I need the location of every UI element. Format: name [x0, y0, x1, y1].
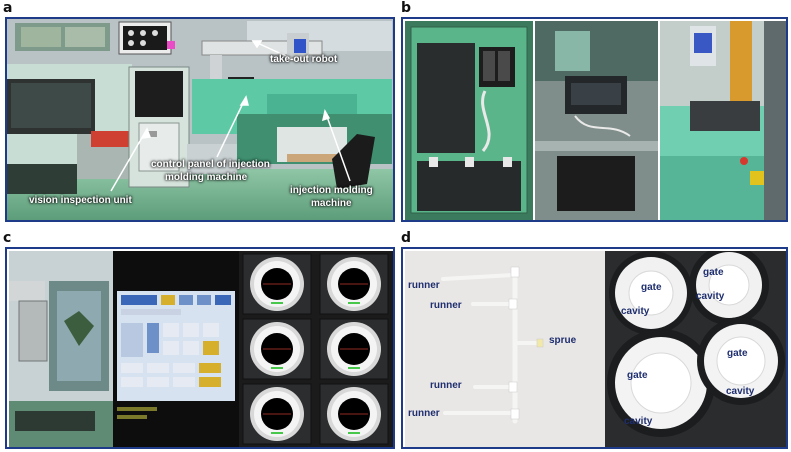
runner-label-3: runner [430, 380, 462, 391]
photo-mold-cavities [605, 251, 786, 447]
panel-label-d: d [401, 230, 412, 246]
gate-label-3: gate [627, 370, 648, 381]
cavity-label-2: cavity [696, 291, 725, 302]
cavity-label-4: cavity [726, 386, 755, 397]
inspection-ring-image [319, 253, 389, 315]
photo-robot-mount [660, 21, 786, 220]
vision-inspection-unit-label: vision inspection unit [29, 195, 132, 206]
sprue-label: sprue [549, 335, 577, 346]
inspection-ring-image [242, 253, 312, 315]
panel-d-photos: runner runner sprue runner runner gate c… [401, 247, 788, 449]
gate-label-1: gate [641, 282, 662, 293]
inspection-ring-image [242, 383, 312, 445]
gate-label-2: gate [703, 267, 724, 278]
cavity-label-3: cavity [624, 416, 653, 427]
photo-gripper [535, 21, 658, 220]
injection-molding-label-line1: injection molding [290, 185, 373, 196]
control-panel-label-line2: molding machine [165, 172, 248, 183]
runner-label-4: runner [408, 408, 440, 419]
injection-molding-label-line2: machine [311, 198, 352, 209]
panel-c-photos [5, 247, 395, 449]
runner-label-2: runner [430, 300, 462, 311]
photo-runner-sprue [405, 251, 605, 447]
inspection-ring-image [242, 318, 312, 380]
take-out-robot-label: take-out robot [270, 54, 338, 65]
cavity-label-1: cavity [621, 306, 650, 317]
photo-window-robot [9, 251, 113, 447]
panel-label-b: b [401, 0, 412, 16]
runner-label-1: runner [408, 280, 440, 291]
hmi-screen [113, 251, 239, 447]
inspection-ring-image [319, 318, 389, 380]
panel-label-a: a [3, 0, 13, 16]
factory-line-photo [7, 19, 393, 220]
panel-a-photo: take-out robot vision inspection unit co… [5, 17, 395, 222]
photo-controller-box [405, 21, 533, 220]
inspection-image-grid [239, 251, 393, 447]
control-panel-label-line1: control panel of injection [151, 159, 270, 170]
panel-label-c: c [3, 230, 12, 246]
panel-b-photos [401, 17, 788, 222]
inspection-ring-image [319, 383, 389, 445]
gate-label-4: gate [727, 348, 748, 359]
annotation-arrows [110, 40, 351, 192]
